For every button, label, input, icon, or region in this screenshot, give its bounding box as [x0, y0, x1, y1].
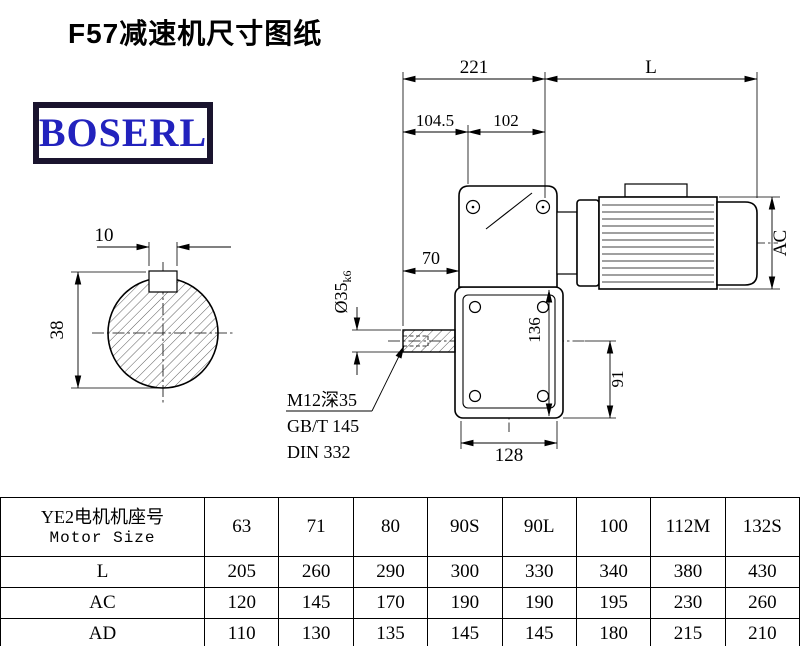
- table-cell: 330: [501, 556, 577, 588]
- table-cell: 110: [203, 618, 280, 646]
- header-cn: YE2电机机座号: [41, 506, 164, 527]
- dim-128: 128: [460, 421, 558, 466]
- note-standard-1: GB/T 145: [287, 416, 359, 436]
- header-en: Motor Size: [49, 529, 156, 548]
- dim-104p5-label: 104.5: [416, 111, 454, 130]
- tapped-hole-notes: M12深35 GB/T 145 DIN 332: [286, 345, 405, 462]
- motor-size-table: YE2电机机座号 Motor Size 63 71 80 90S 90L 100…: [0, 497, 800, 646]
- keyway-notch: [148, 270, 178, 293]
- input-housing: [458, 185, 558, 288]
- dim-shaft-diameter: Ø35k6: [331, 271, 401, 375]
- table-cell: 145: [278, 587, 354, 619]
- dim-10-label: 10: [95, 225, 114, 246]
- motor-terminal-box: [624, 183, 688, 198]
- table-cell: 340: [575, 556, 652, 588]
- table-cell: 230: [650, 587, 726, 619]
- bore-circle: [107, 277, 219, 389]
- table-cell: 170: [352, 587, 429, 619]
- note-tapped-hole: M12深35: [287, 390, 357, 410]
- table-cell: 132S: [724, 497, 800, 557]
- table-cell: 145: [427, 618, 503, 646]
- motor-flange: [576, 199, 600, 287]
- dimension-drawing: 10 38: [47, 57, 791, 466]
- table-cell: 210: [724, 618, 800, 646]
- table-header-row: YE2电机机座号 Motor Size 63 71 80 90S 90L 100…: [0, 497, 800, 557]
- shaft-end-view: [92, 262, 235, 404]
- motor-size-header-cell: YE2电机机座号 Motor Size: [0, 497, 205, 557]
- table-cell: 90L: [501, 497, 577, 557]
- table-cell: 190: [427, 587, 503, 619]
- page-title: F57减速机尺寸图纸: [68, 18, 323, 49]
- table-cell: 145: [501, 618, 577, 646]
- row-label: AD: [0, 618, 205, 646]
- row-label: L: [0, 556, 205, 588]
- bolt-hole: [536, 300, 550, 314]
- table-cell: 190: [501, 587, 577, 619]
- table-cell: 71: [278, 497, 354, 557]
- table-cell: 380: [650, 556, 726, 588]
- dim-L-label: L: [645, 57, 657, 78]
- dim-221-label: 221: [460, 57, 489, 78]
- dim-91-label: 91: [608, 371, 627, 388]
- table-cell: 195: [575, 587, 652, 619]
- table-cell: 205: [203, 556, 280, 588]
- table-cell: 63: [203, 497, 280, 557]
- table-row-L: L 205 260 290 300 330 340 380 430: [0, 556, 800, 588]
- row-label: AC: [0, 587, 205, 619]
- bolt-hole: [468, 300, 482, 314]
- table-cell: 90S: [427, 497, 503, 557]
- dim-bore-height: 38: [47, 271, 158, 389]
- note-standard-2: DIN 332: [287, 442, 351, 462]
- table-cell: 80: [352, 497, 429, 557]
- dim-d35k6-label: Ø35k6: [331, 271, 354, 314]
- table-row-AC: AC 120 145 170 190 190 195 230 260: [0, 587, 800, 619]
- gearbox-main-view: [388, 183, 778, 432]
- dim-104p5-102: 104.5 102: [402, 111, 546, 184]
- dim-AC-label: AC: [770, 230, 791, 256]
- fan-cowl: [716, 201, 758, 286]
- boserl-logo: BOSERL: [33, 102, 213, 164]
- dim-136-label: 136: [525, 317, 544, 343]
- table-row-AD: AD 110 130 135 145 145 180 215 210: [0, 618, 800, 646]
- table-cell: 112M: [650, 497, 726, 557]
- table-cell: 135: [352, 618, 429, 646]
- motor-adapter: [556, 211, 578, 275]
- motor-fins: [602, 204, 714, 283]
- dim-128-label: 128: [495, 445, 524, 466]
- dim-AC: AC: [719, 196, 791, 290]
- table-cell: 260: [278, 556, 354, 588]
- output-shaft: [402, 329, 456, 353]
- output-flange-face: [462, 294, 556, 409]
- table-cell: 260: [724, 587, 800, 619]
- dim-key-width: 10: [95, 225, 231, 266]
- table-cell: 180: [575, 618, 652, 646]
- dim-91: 91: [563, 340, 627, 419]
- table-cell: 100: [575, 497, 652, 557]
- table-cell: 120: [203, 587, 280, 619]
- dim-38-label: 38: [47, 321, 68, 340]
- table-cell: 290: [352, 556, 429, 588]
- table-cell: 430: [724, 556, 800, 588]
- bolt-hole: [468, 389, 482, 403]
- bolt-hole: [536, 389, 550, 403]
- table-cell: 215: [650, 618, 726, 646]
- dim-70: 70: [402, 248, 460, 275]
- motor-body: [598, 196, 718, 290]
- dim-102-label: 102: [493, 111, 519, 130]
- dim-70-label: 70: [422, 248, 440, 268]
- table-cell: 130: [278, 618, 354, 646]
- dim-136: 136: [525, 289, 553, 417]
- logo-text: BOSERL: [38, 110, 208, 155]
- table-cell: 300: [427, 556, 503, 588]
